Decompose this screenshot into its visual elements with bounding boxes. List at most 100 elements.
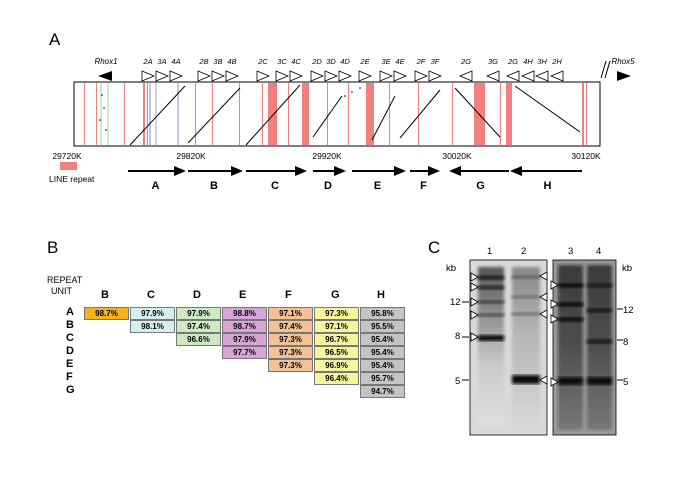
lane-3 [558,265,583,430]
line-repeat-bar [147,83,148,145]
dotplot-diagonal [371,95,396,141]
dotplot-diagonal [514,85,581,133]
subunit-label: 4A [171,57,180,66]
dotplot-dot [101,94,103,96]
column-header: B [101,289,109,301]
subunit-label: 2B [198,57,208,66]
row-header: B [66,319,74,331]
lane-4 [587,265,612,430]
dotplot-dot [351,91,353,93]
band-arrowhead [470,297,479,307]
identity-cell: 95.5% [360,320,405,333]
header-line-1: REPEAT [47,275,83,285]
lane-3-band [558,317,583,322]
dotplot-diagonal [399,89,441,139]
lane-3-band [558,377,583,385]
line-repeat-bar [452,83,453,145]
identity-cell: 98.8% [222,307,267,320]
lane-4-band [587,283,612,288]
subunit-arrowhead [211,70,226,82]
line-repeat-bar [268,83,277,145]
line-repeat-bar [195,83,196,145]
dotplot-dot [344,95,346,97]
lane-1-band [478,285,504,290]
line-repeat-bar [96,83,97,145]
subunit-label: 2F [416,57,426,66]
break-mark [600,60,607,79]
panel-b-letter: B [47,238,59,257]
marker-left-5: 5 [455,376,461,387]
subunit-label: 3G [488,57,498,66]
dotplot-box [73,81,601,147]
lane-1-band [478,335,504,341]
subunit-arrowhead [485,70,500,82]
repeat-unit-label: H [544,180,552,192]
marker-left-8: 8 [455,331,461,342]
subunit-arrowhead [358,70,373,82]
repeat-unit-arrow-head [428,166,440,176]
lane-1-number: 1 [487,246,493,257]
blot-arrowheads [470,271,559,387]
line-repeat-bar [84,83,85,145]
repeat-unit-arrow-head [334,166,346,176]
subunit-label: 3A [157,57,166,66]
identity-cell: 98.7% [84,307,129,320]
identity-cell: 95.8% [360,307,405,320]
subunit-label: 2G [460,57,471,66]
subunit-arrowhead [379,70,394,82]
identity-cell: 94.7% [360,385,405,398]
subunit-label: 4B [227,57,236,66]
marker-right-12: 12 [623,305,634,316]
band-arrowhead [550,280,559,290]
rhox5-arrow [617,71,631,81]
subunit-arrowhead [225,70,240,82]
row-header: D [66,345,74,357]
subunit-arrowhead [414,70,429,82]
band-arrowhead [539,271,548,281]
identity-cell: 97.9% [176,307,221,320]
dotplot-diagonal [187,87,241,144]
lane-4-number: 4 [596,246,602,257]
identity-cell: 97.3% [268,333,313,346]
repeat-unit-header: REPEAT UNIT [47,275,82,297]
repeat-unit-label: F [420,180,427,192]
row-header: E [66,358,74,370]
identity-cell: 95.7% [360,372,405,385]
subunit-arrowhead [338,70,353,82]
rhox5-label: Rhox5 [611,57,635,66]
subunit-label: 2G [507,57,518,66]
panel-c-letter: C [428,238,441,257]
subunit-label: 2H [551,57,562,66]
repeat-unit-arrow-head [231,166,243,176]
line-repeat-bar [288,83,289,145]
identity-cell: 96.6% [176,333,221,346]
line-repeat-bar [348,83,349,145]
repeat-unit-arrow-head [510,166,522,176]
identity-cell: 95.4% [360,359,405,372]
subunit-label: 4D [340,57,350,66]
subunit-arrowhead [505,70,520,82]
subunit-arrowhead [458,70,473,82]
lane-2-band [512,312,540,316]
dotplot-diagonal [245,84,301,146]
panel-a-letter: A [49,30,61,49]
subunit-arrowhead [428,70,443,82]
lane-4-band [587,377,612,385]
subunit-arrowhead [141,70,156,82]
line-repeat-bar [586,83,587,145]
repeat-unit-arrow-head [174,166,186,176]
band-arrowhead [470,272,479,282]
dotplot-content [84,83,587,146]
dotplot-dot [99,119,101,121]
subunit-arrowhead [549,70,564,82]
identity-cell: 97.1% [314,320,359,333]
subunit-label: 3F [431,57,440,66]
band-arrowhead [550,299,559,309]
column-header: F [285,289,292,301]
identity-cell: 96.9% [314,359,359,372]
coordinate-label: 29920K [312,151,342,161]
